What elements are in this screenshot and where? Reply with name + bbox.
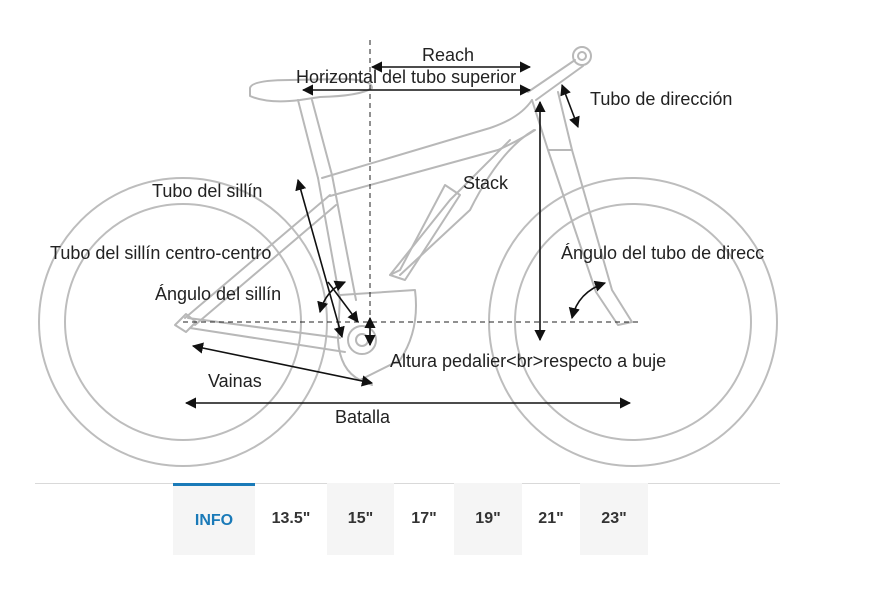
label-wheelbase: Batalla — [335, 407, 391, 427]
label-layer: Reach Horizontal del tubo superior Tubo … — [50, 45, 765, 427]
tabs-divider — [35, 483, 780, 484]
tab-size-21[interactable]: 21" — [538, 510, 564, 527]
tab-size-13-5[interactable]: 13.5" — [271, 510, 311, 527]
label-bb-height: Altura pedalier<br>respecto a buje — [390, 351, 667, 371]
label-seat-tube-cc: Tubo del sillín centro-centro — [50, 243, 272, 263]
label-seat-angle: Ángulo del sillín — [155, 284, 282, 304]
label-reach: Reach — [422, 45, 475, 65]
tab-size-23[interactable]: 23" — [580, 483, 648, 555]
bike-drawing — [38, 40, 778, 467]
tab-info[interactable]: INFO — [173, 483, 255, 555]
size-tabs: INFO 13.5" 15" 17" 19" 21" 23" — [173, 483, 648, 555]
tab-size-17[interactable]: 17" — [411, 510, 437, 527]
tab-size-15[interactable]: 15" — [327, 483, 394, 555]
bike-geometry-diagram: Reach Horizontal del tubo superior Tubo … — [38, 40, 778, 467]
label-top-tube-horizontal: Horizontal del tubo superior — [296, 67, 517, 87]
tab-size-19[interactable]: 19" — [454, 483, 522, 555]
label-chainstays: Vainas — [208, 371, 262, 391]
label-seat-tube: Tubo del sillín — [152, 181, 263, 201]
measurement-arrows — [184, 61, 632, 409]
label-head-angle: Ángulo del tubo de direcc — [561, 243, 765, 263]
label-head-tube: Tubo de dirección — [590, 89, 733, 109]
label-stack: Stack — [463, 173, 509, 193]
